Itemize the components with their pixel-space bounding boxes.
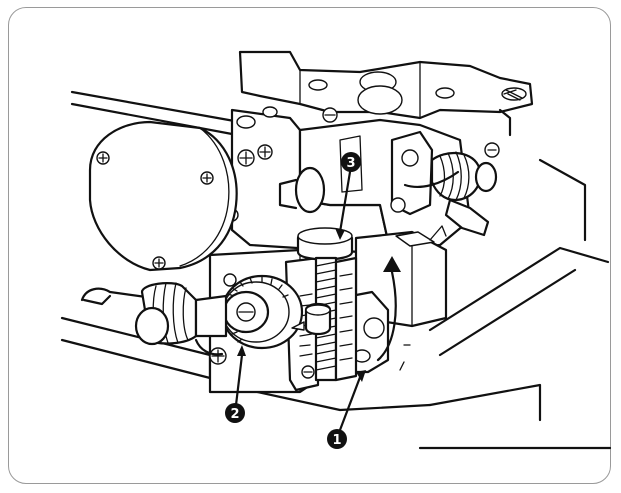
tension-stud (390, 197, 406, 213)
feed-dial-assembly (220, 256, 320, 392)
spring-cap (134, 306, 170, 346)
callout-label-2: 2 (230, 407, 239, 422)
regulator-screw (363, 317, 385, 339)
tension-knob (474, 161, 498, 193)
housing-opening (357, 85, 403, 115)
housing-boss (294, 166, 326, 214)
left-spring-assembly (80, 282, 228, 356)
leader-line-3 (338, 170, 352, 234)
callout-marker (327, 429, 347, 449)
round-cover (88, 120, 238, 272)
tension-spring (430, 152, 482, 202)
callout-2: 2 (225, 403, 245, 423)
screw-head (236, 115, 256, 129)
top-plate (238, 50, 534, 120)
callout-marker (341, 152, 361, 172)
threaded-post-assembly (296, 227, 358, 382)
machine-bed (60, 90, 612, 450)
callout-label-1: 1 (332, 433, 341, 448)
bracket-screw (223, 273, 237, 287)
leader-line-1 (338, 370, 364, 432)
callout-marker (225, 403, 245, 423)
adjust-arrow (376, 270, 397, 362)
thread-guide (444, 198, 490, 237)
thread-tension-assembly (390, 108, 512, 237)
leader-lines (234, 170, 366, 432)
callout-3: 3 (341, 152, 361, 172)
screw-head (262, 106, 278, 118)
tension-stud (401, 149, 419, 167)
plate-hole (435, 87, 455, 99)
callout-1: 1 (327, 429, 347, 449)
callout-label-3: 3 (346, 156, 355, 171)
leader-line-2 (234, 353, 244, 407)
plate-hole (308, 79, 328, 91)
